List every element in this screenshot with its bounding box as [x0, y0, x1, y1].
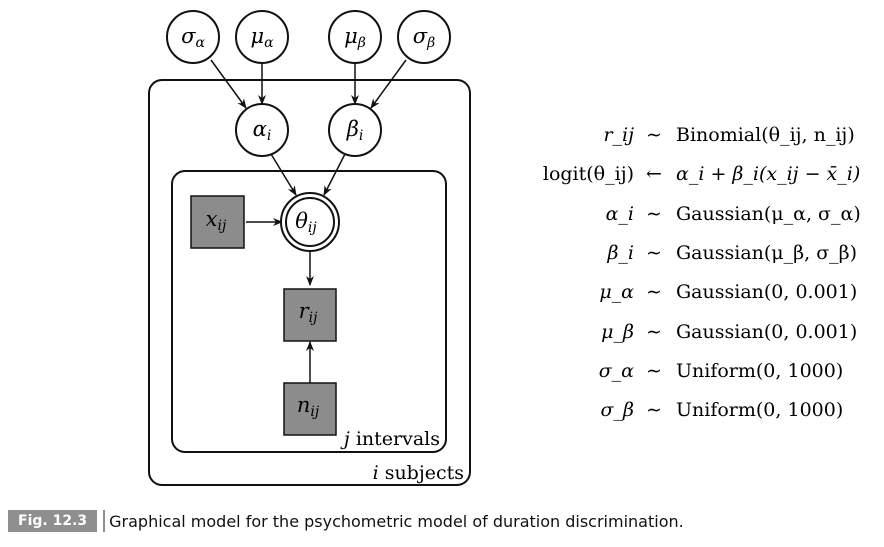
equation-rhs: Uniform(0, 1000): [676, 399, 843, 421]
inner-plate: [171, 170, 447, 453]
node-x-ij: xij: [190, 195, 245, 249]
node-sigma-beta: σβ: [397, 10, 451, 64]
figure-caption: Fig. 12.3 Graphical model for the psycho…: [8, 509, 684, 533]
node-sigma-alpha: σα: [166, 10, 220, 64]
node-n-ij: nij: [283, 382, 337, 436]
outer-plate-index: i: [373, 462, 379, 484]
equation-row: β_i ∼ Gaussian(μ_β, σ_β): [606, 242, 857, 264]
model-equations: r_ij ∼ Binomial(θ_ij, n_ij) logit(θ_ij) …: [543, 124, 861, 421]
equation-op: ←: [646, 163, 662, 185]
outer-plate-text: subjects: [385, 462, 464, 484]
equation-op: ∼: [646, 360, 662, 382]
equation-row: σ_β ∼ Uniform(0, 1000): [601, 399, 844, 421]
equation-rhs: Binomial(θ_ij, n_ij): [676, 124, 855, 146]
svg-text:rij: rij: [299, 299, 319, 326]
equation-rhs: Gaussian(0, 0.001): [676, 281, 857, 303]
inner-plate-label: j intervals: [340, 428, 440, 450]
inner-plate-text: intervals: [356, 428, 440, 450]
svg-text:αi: αi: [253, 117, 272, 144]
figure-number-badge: Fig. 12.3: [8, 510, 106, 532]
svg-text:μβ: μβ: [344, 24, 366, 51]
svg-text:βi: βi: [346, 117, 364, 144]
equation-op: ∼: [646, 203, 662, 225]
equation-op: ∼: [646, 242, 662, 264]
equation-op: ∼: [646, 399, 662, 421]
equation-row: logit(θ_ij) ← α_i + β_i(x_ij − x̄_i): [543, 163, 860, 185]
node-alpha-i: αi: [235, 103, 289, 157]
equation-rhs: α_i + β_i(x_ij − x̄_i): [676, 163, 860, 185]
svg-text:θij: θij: [295, 209, 317, 236]
equation-row: μ_β ∼ Gaussian(0, 0.001): [601, 321, 857, 343]
equation-lhs: α_i: [606, 203, 634, 225]
edge-sigma-beta-to-beta: [370, 59, 407, 109]
equation-lhs: μ_α: [599, 281, 634, 303]
outer-plate: [148, 79, 471, 486]
node-theta-ij: θij: [280, 192, 340, 252]
equation-row: σ_α ∼ Uniform(0, 1000): [599, 360, 844, 382]
inner-plate-index: j: [340, 428, 350, 450]
svg-text:σα: σα: [181, 24, 205, 51]
edge-beta-to-theta: [323, 153, 346, 196]
edge-sigma-alpha-to-alpha: [210, 59, 247, 109]
equation-op: ∼: [646, 321, 662, 343]
equation-row: μ_α ∼ Gaussian(0, 0.001): [599, 281, 857, 303]
svg-text:σβ: σβ: [413, 24, 435, 51]
outer-plate-label: i subjects: [373, 462, 464, 484]
equation-lhs: σ_β: [601, 399, 634, 421]
equation-rhs: Uniform(0, 1000): [676, 360, 843, 382]
equation-rhs: Gaussian(μ_β, σ_β): [676, 242, 857, 264]
node-mu-alpha: μα: [235, 10, 289, 64]
figure-caption-text: Graphical model for the psychometric mod…: [109, 511, 684, 531]
equation-rhs: Gaussian(0, 0.001): [676, 321, 857, 343]
equation-row: α_i ∼ Gaussian(μ_α, σ_α): [606, 203, 861, 225]
equation-rhs: Gaussian(μ_α, σ_α): [676, 203, 861, 225]
equation-lhs: β_i: [606, 242, 634, 264]
node-beta-i: βi: [328, 103, 382, 157]
equation-lhs: μ_β: [601, 321, 634, 343]
equation-op: ∼: [646, 281, 662, 303]
equation-op: ∼: [646, 124, 662, 146]
equation-lhs: logit(θ_ij): [543, 163, 634, 185]
svg-text:xij: xij: [206, 207, 227, 234]
equation-row: r_ij ∼ Binomial(θ_ij, n_ij): [603, 124, 854, 146]
svg-text:nij: nij: [297, 393, 320, 420]
node-mu-beta: μβ: [328, 10, 382, 64]
svg-text:μα: μα: [250, 24, 274, 51]
equation-lhs: r_ij: [603, 124, 634, 146]
node-r-ij: rij: [283, 288, 337, 342]
edge-alpha-to-theta: [270, 153, 297, 196]
equation-lhs: σ_α: [599, 360, 634, 382]
